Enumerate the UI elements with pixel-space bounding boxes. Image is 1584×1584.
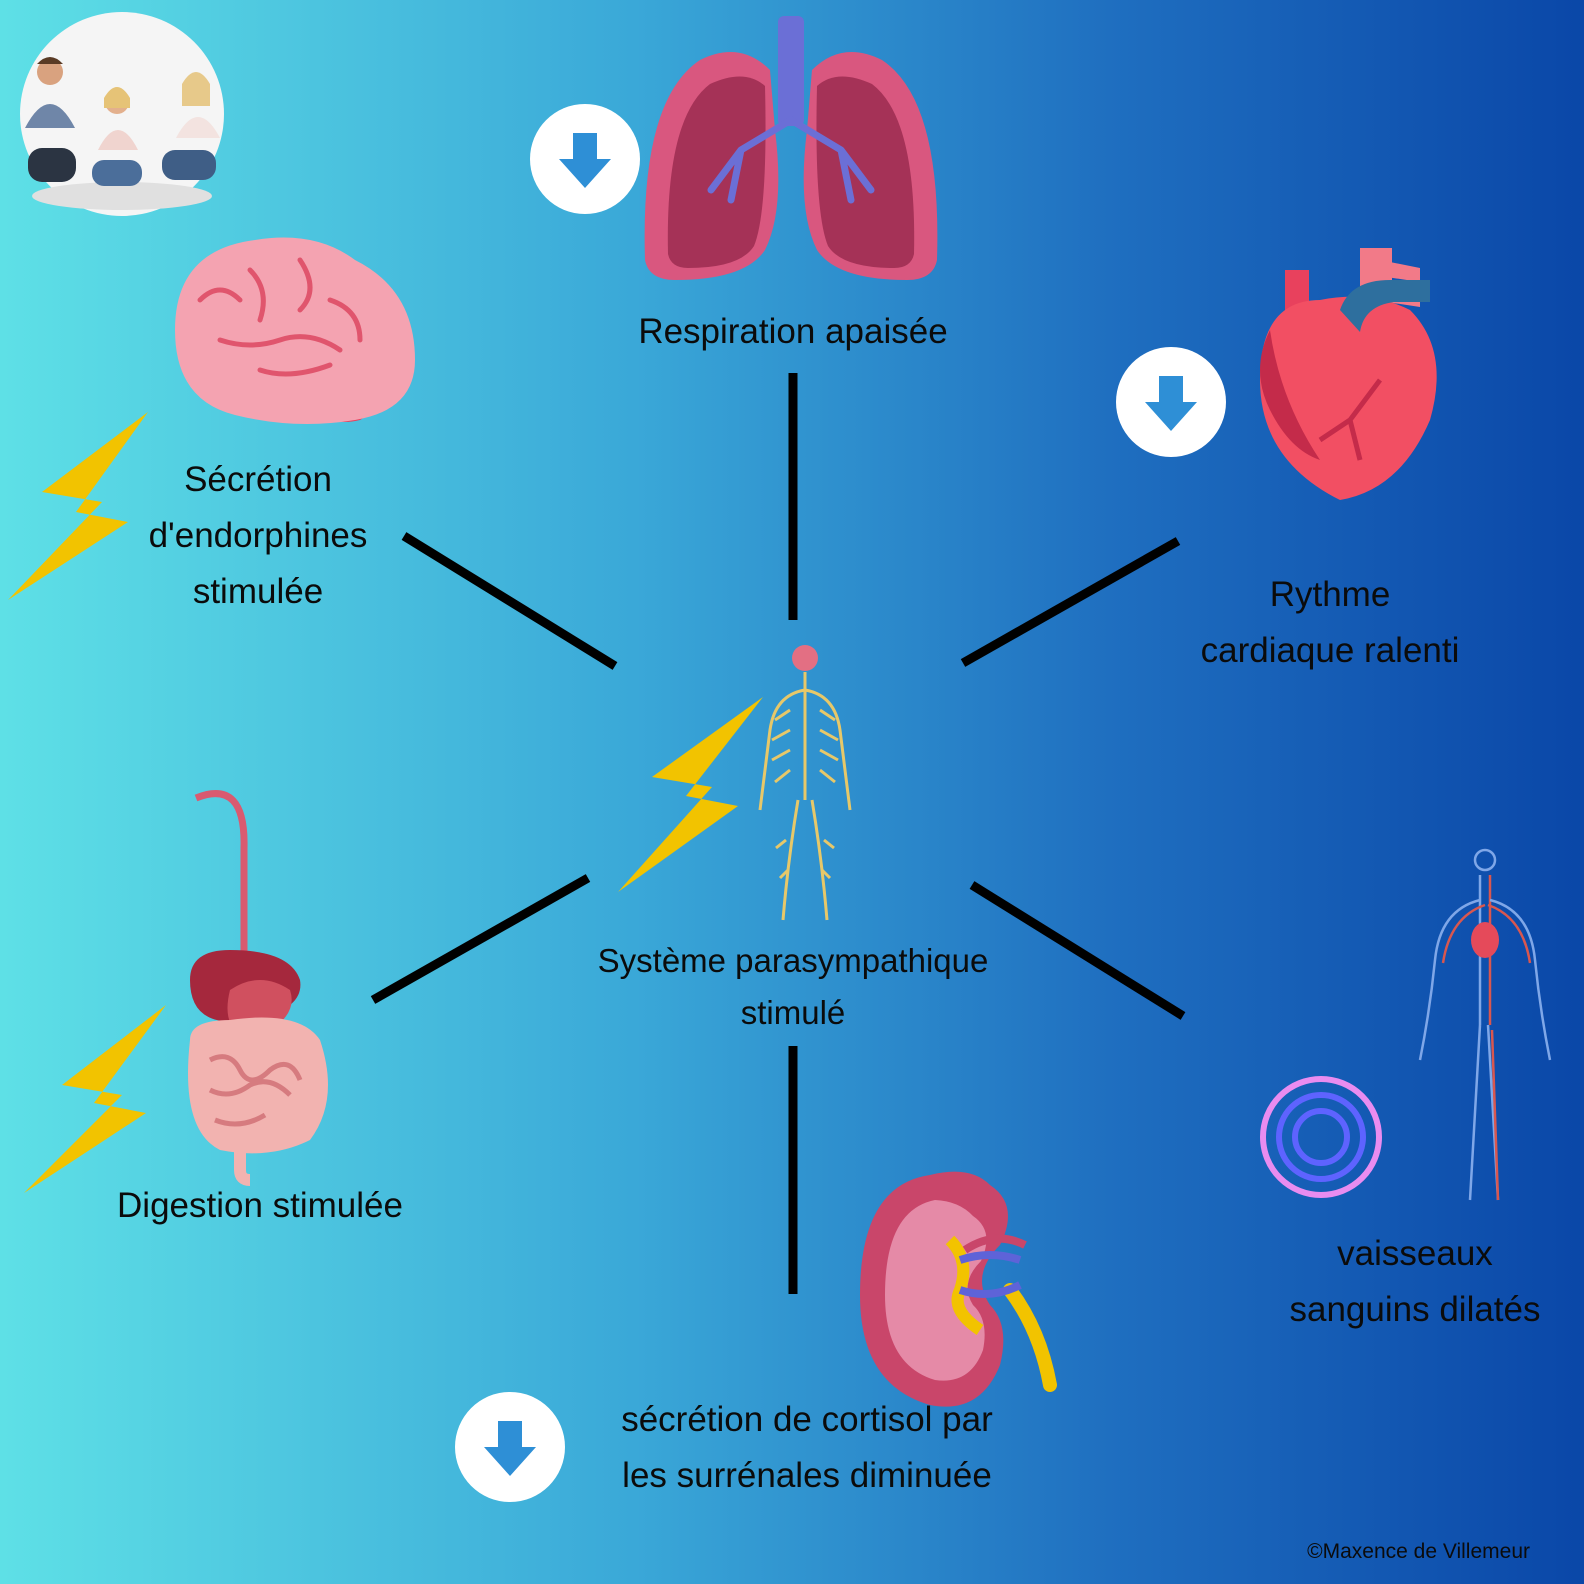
kidney-icon — [860, 1171, 1057, 1407]
connector-digestion — [370, 874, 591, 1004]
label-endorphines-line2: d'endorphines — [148, 516, 368, 555]
meditation-photo — [20, 12, 224, 216]
down-arrow-icon — [455, 1392, 565, 1502]
label-vaisseaux-line1: vaisseaux — [1337, 1234, 1493, 1273]
label-endorphines: Sécrétion d'endorphines stimulée — [108, 452, 408, 620]
lightning-bolt-icon — [8, 412, 148, 600]
heart-icon — [1260, 248, 1437, 500]
label-respiration-line1: Respiration apaisée — [638, 312, 948, 351]
label-vaisseaux: vaisseaux sanguins dilatés — [1250, 1226, 1580, 1338]
label-digestion-line1: Digestion stimulée — [117, 1186, 403, 1225]
label-endorphines-line1: Sécrétion — [184, 460, 332, 499]
connector-rythme — [960, 537, 1181, 667]
down-arrow-icon — [1116, 347, 1226, 457]
circulatory-system-icon — [1418, 848, 1552, 1201]
label-endorphines-line3: stimulée — [192, 572, 324, 611]
dilation-rings-icon — [1260, 1076, 1382, 1198]
brain-icon — [175, 237, 415, 424]
label-cortisol-line2: les surrénales diminuée — [622, 1456, 992, 1495]
connector-vaisseaux — [969, 881, 1186, 1020]
label-center-line1: Système parasympathique — [597, 942, 989, 979]
credit-text: ©Maxence de Villemeur — [1307, 1540, 1530, 1563]
down-arrow-icon — [530, 104, 640, 214]
label-digestion: Digestion stimulée — [80, 1178, 440, 1234]
connector-endorphines — [401, 532, 618, 670]
label-rythme-line2: cardiaque ralenti — [1200, 631, 1460, 670]
label-cortisol-line1: sécrétion de cortisol par — [621, 1400, 993, 1439]
label-rythme: Rythme cardiaque ralenti — [1160, 567, 1500, 679]
digestive-system-icon — [188, 790, 328, 1186]
label-rythme-line1: Rythme — [1269, 575, 1391, 614]
lightning-bolt-icon — [24, 1005, 166, 1193]
label-cortisol: sécrétion de cortisol par les surrénales… — [572, 1392, 1042, 1504]
label-center: Système parasympathique stimulé — [563, 935, 1023, 1039]
lightning-bolts — [8, 412, 763, 1193]
lightning-bolt-icon — [618, 697, 763, 892]
nervous-system-icon — [758, 645, 852, 921]
label-vaisseaux-line2: sanguins dilatés — [1289, 1290, 1541, 1329]
lungs-icon — [644, 16, 938, 280]
label-center-line2: stimulé — [740, 994, 846, 1031]
label-respiration: Respiration apaisée — [593, 304, 993, 360]
connectors — [370, 373, 1186, 1294]
